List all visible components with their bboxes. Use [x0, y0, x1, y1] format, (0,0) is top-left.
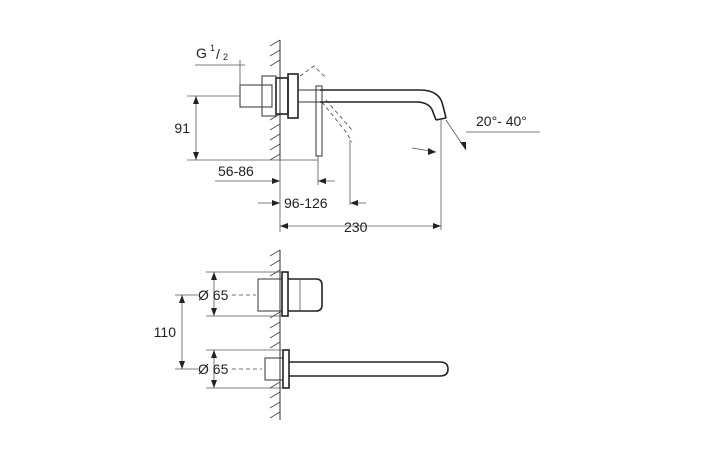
- thread-num: 1: [210, 43, 215, 53]
- angle-range-label: 20°- 40°: [476, 113, 527, 129]
- spout: [320, 89, 447, 230]
- dimension-96-126: 96-126: [258, 140, 366, 211]
- wall-top: [269, 39, 281, 161]
- spout-front: [264, 349, 449, 389]
- dimension-110: 110: [154, 294, 198, 370]
- projection-230-label: 230: [344, 219, 368, 235]
- dimension-diameter-bottom: Ø 65: [198, 349, 283, 389]
- side-view: G 1 / 2 91 56-86: [174, 39, 540, 235]
- dimension-56-86: 56-86: [215, 156, 335, 205]
- depth-96-126-label: 96-126: [284, 195, 328, 211]
- thread-den: 2: [223, 52, 228, 62]
- dimension-diameter-top: Ø 65: [198, 271, 282, 317]
- mixer-handle: [257, 271, 323, 317]
- dimension-91: 91: [174, 95, 318, 161]
- height-91-label: 91: [174, 120, 190, 136]
- thread-label: G: [196, 45, 207, 61]
- spacing-110-label: 110: [154, 324, 177, 340]
- diameter-top-label: Ø 65: [198, 287, 229, 303]
- dimension-230: 230: [279, 205, 441, 235]
- front-view: Ø 65 110 Ø 65: [154, 249, 449, 420]
- wall-bottom: [269, 249, 281, 420]
- depth-56-86-label: 56-86: [218, 163, 254, 179]
- thread-slash: /: [216, 46, 220, 62]
- spout-body: [287, 65, 353, 157]
- diameter-bottom-label: Ø 65: [198, 361, 229, 377]
- thread-connection: [239, 75, 289, 117]
- thread-dimension: G 1 / 2: [195, 43, 245, 85]
- dimension-angle: 20°- 40°: [411, 113, 540, 155]
